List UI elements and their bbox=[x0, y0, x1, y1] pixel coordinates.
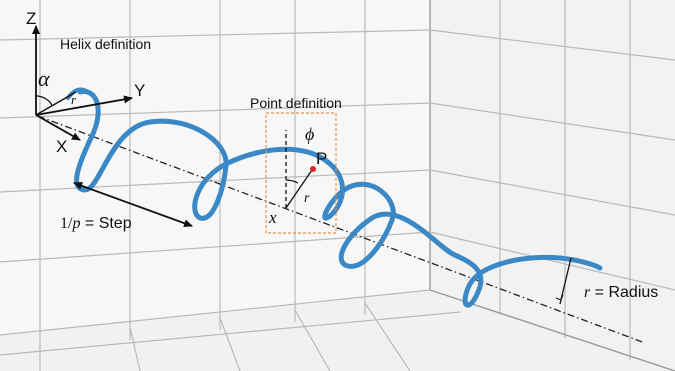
axes bbox=[32, 25, 133, 141]
radius-r: r bbox=[584, 284, 591, 301]
x-position-label: x bbox=[268, 208, 277, 227]
point-p-marker bbox=[310, 166, 316, 172]
step-prefix: 1/ bbox=[60, 215, 73, 232]
radius-right-angle bbox=[555, 294, 564, 301]
axis-y-arrow-icon bbox=[35, 95, 133, 116]
step-p: p bbox=[71, 215, 80, 232]
point-definition-title: Point definition bbox=[250, 95, 342, 111]
radius-label: r = Radius bbox=[584, 284, 658, 301]
step-label: 1/p = Step bbox=[60, 215, 132, 232]
axis-z-label: Z bbox=[26, 9, 36, 28]
radius-line-top bbox=[35, 91, 77, 116]
alpha-label: α bbox=[38, 66, 50, 91]
radius-indicator-line bbox=[559, 257, 572, 305]
alpha-arc bbox=[35, 95, 53, 106]
point-radius-line bbox=[285, 169, 313, 209]
axis-x-arrow-icon bbox=[35, 114, 81, 141]
phi-arc bbox=[285, 179, 299, 184]
radius-suffix: = Radius bbox=[590, 284, 658, 301]
axis-x-label: X bbox=[56, 137, 67, 156]
helix-definition-title: Helix definition bbox=[60, 36, 151, 52]
point-p-label: P bbox=[316, 149, 327, 168]
helix-curve bbox=[74, 89, 603, 308]
step-arrow-icon bbox=[73, 181, 193, 228]
radius-top-label: r bbox=[71, 92, 77, 107]
axis-y-label: Y bbox=[134, 81, 145, 100]
point-definition-box bbox=[265, 112, 337, 234]
step-suffix: = Step bbox=[80, 215, 131, 232]
phi-label: ϕ bbox=[305, 124, 314, 144]
point-radius-label: r bbox=[304, 191, 310, 206]
helix-axis-line bbox=[37, 115, 646, 344]
